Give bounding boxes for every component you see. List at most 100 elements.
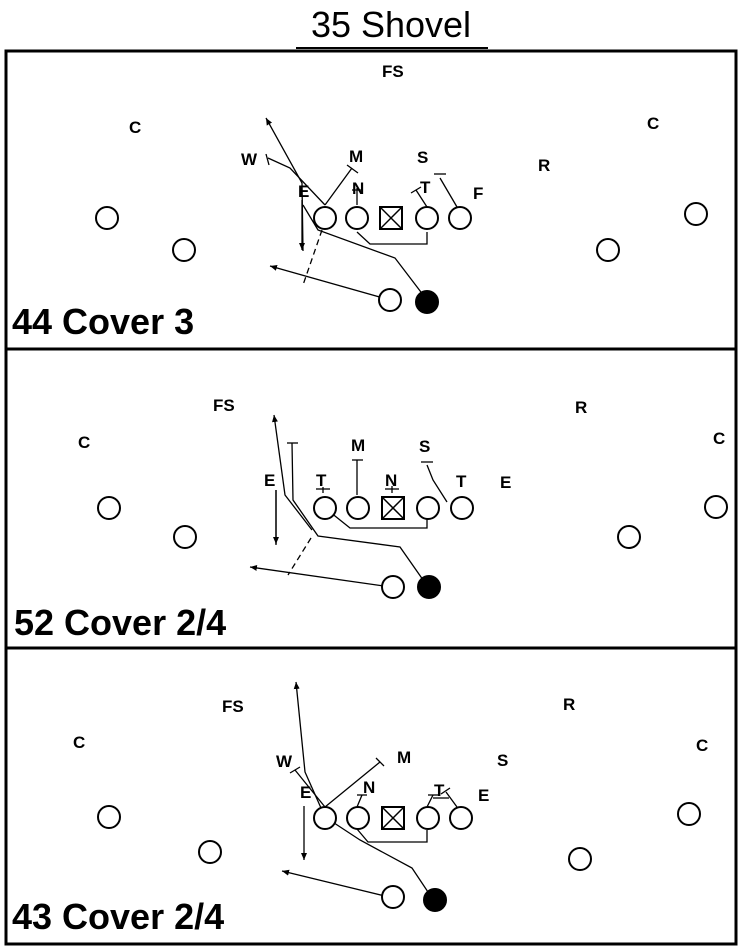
defender-label: T — [434, 781, 445, 800]
defender-label: C — [129, 118, 141, 137]
defender-label: E — [500, 473, 511, 492]
tackle-block-line — [324, 167, 353, 206]
panel-label: 44 Cover 3 — [12, 301, 194, 342]
defender-label: E — [478, 786, 489, 805]
block-cap — [265, 153, 270, 166]
defender-label: M — [351, 436, 365, 455]
quarterback-marker — [415, 290, 439, 314]
defender-label: C — [73, 733, 85, 752]
defender-label: E — [264, 471, 275, 490]
pulling-guard-route — [324, 816, 433, 899]
defender-label: N — [385, 471, 397, 490]
end-route — [265, 117, 304, 252]
offense-player — [95, 206, 119, 230]
block-cap — [410, 186, 422, 194]
offense-player — [172, 238, 196, 262]
n-block-line — [356, 794, 363, 808]
offense-player — [704, 495, 728, 519]
block-cap — [346, 164, 359, 174]
w-block-line — [294, 769, 326, 808]
offense-player — [684, 202, 708, 226]
offense-player — [345, 206, 369, 230]
offense-player — [198, 840, 222, 864]
defender-label: FS — [222, 697, 244, 716]
offense-player — [596, 238, 620, 262]
defender-label: FS — [213, 396, 235, 415]
defender-label: T — [456, 472, 467, 491]
offense-player — [97, 805, 121, 829]
center-seal-line — [324, 507, 428, 529]
offense-player — [415, 206, 439, 230]
defender-label: M — [349, 147, 363, 166]
defender-label: M — [397, 748, 411, 767]
panel-frame-3 — [4, 646, 738, 946]
offense-player — [313, 496, 337, 520]
guard-block-line-right — [426, 794, 434, 808]
tackle-block-line-right — [426, 464, 448, 503]
defender-label: R — [575, 398, 587, 417]
defender-label: N — [363, 778, 375, 797]
offense-player — [448, 206, 472, 230]
tackle-block-line-right — [439, 177, 458, 208]
defender-label: N — [352, 179, 364, 198]
panel-2: FS R C C M S E T N T E 52 Cover 2/4 — [14, 396, 728, 643]
diagram-title: 35 Shovel — [310, 4, 472, 45]
defender-label: W — [276, 752, 293, 771]
panel-label: 43 Cover 2/4 — [12, 896, 224, 937]
back-route — [269, 265, 391, 301]
panel-label: 52 Cover 2/4 — [14, 602, 226, 643]
offense-player — [313, 206, 337, 230]
pulling-guard-route — [291, 442, 429, 588]
defender-label: R — [538, 156, 550, 175]
defender-label: S — [497, 751, 508, 770]
offense-player — [173, 525, 197, 549]
center-x — [381, 496, 405, 520]
defender-label: W — [241, 150, 258, 169]
end-route — [293, 681, 326, 818]
offense-player — [313, 806, 337, 830]
offense-player — [617, 525, 641, 549]
defender-label: S — [417, 148, 428, 167]
panel-1: FS C C W M S R E N T F 44 Cover 3 — [12, 62, 708, 342]
offense-player — [97, 496, 121, 520]
back-route — [249, 565, 392, 588]
offense-player — [346, 496, 370, 520]
block-cap — [289, 766, 301, 774]
defender-label: C — [696, 736, 708, 755]
center-seal-line — [356, 828, 428, 843]
offense-player — [416, 496, 440, 520]
w-block-line — [267, 157, 326, 206]
defender-label: E — [300, 783, 311, 802]
block-cap — [440, 787, 451, 795]
offense-player — [449, 806, 473, 830]
back-route — [281, 869, 394, 899]
offense-player — [346, 806, 370, 830]
quarterback-marker — [417, 575, 441, 599]
defender-label: T — [316, 471, 327, 490]
block-cap — [375, 757, 385, 767]
offense-player — [381, 575, 405, 599]
guard-block-line-right — [415, 189, 428, 208]
offense-player — [378, 288, 402, 312]
m-block-line — [324, 761, 381, 808]
defender-label: S — [419, 437, 430, 456]
quarterback-marker — [423, 888, 447, 912]
defender-label: C — [647, 114, 659, 133]
offense-player — [568, 847, 592, 871]
defender-label: R — [563, 695, 575, 714]
defender-label: F — [473, 184, 483, 203]
pulling-guard-route — [302, 204, 428, 301]
tackle-block-line-right — [445, 791, 458, 808]
panel-3: FS R C C W M S E N T E 43 Cover 2/4 — [12, 681, 708, 937]
center-x — [379, 206, 403, 230]
defender-label: C — [78, 433, 90, 452]
defender-label: C — [713, 429, 725, 448]
shovel-pitch-path — [287, 537, 312, 576]
offense-player — [416, 806, 440, 830]
offense-player — [381, 885, 405, 909]
defender-label: T — [420, 178, 431, 197]
defender-label: FS — [382, 62, 404, 81]
offense-player — [450, 496, 474, 520]
defender-label: E — [298, 182, 309, 201]
